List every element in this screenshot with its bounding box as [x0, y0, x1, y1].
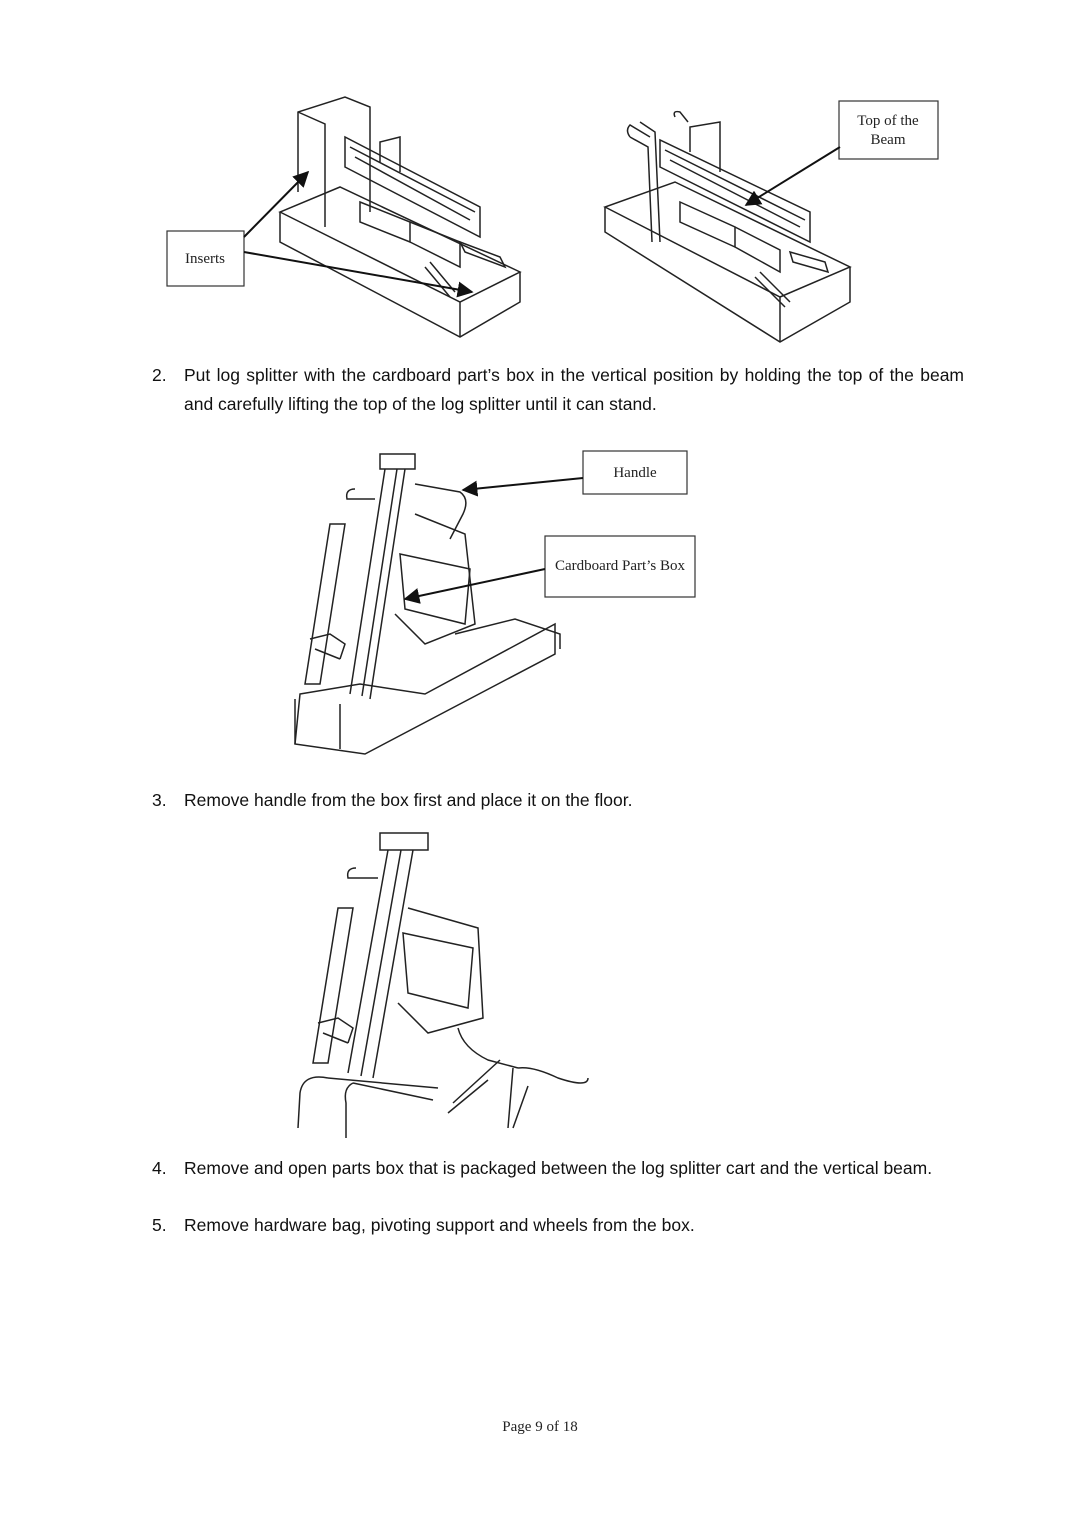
diagram-upright-with-box: Handle Cardboard Part’s Box: [294, 450, 696, 755]
arrow-cardboard: [403, 568, 546, 604]
page-number: Page 9 of 18: [502, 1419, 578, 1435]
step-text: Put log splitter with the cardboard part…: [184, 365, 964, 414]
step-text: Remove and open parts box that is packag…: [184, 1158, 933, 1178]
callout-label-top-line2: Beam: [871, 132, 906, 148]
callout-box-top-of-beam: [838, 100, 939, 160]
step-item: 3. Remove handle from the box first and …: [152, 786, 964, 815]
step-number: 3.: [152, 790, 167, 810]
callout-label-handle: Handle: [613, 465, 657, 481]
step-item: 4. Remove and open parts box that is pac…: [152, 1154, 964, 1183]
callout-label-cardboard: Cardboard Part’s Box: [555, 558, 685, 574]
arrow-inserts-2: [243, 251, 474, 298]
step-text: Remove hardware bag, pivoting support an…: [184, 1215, 695, 1235]
step-number: 5.: [152, 1215, 167, 1235]
arrow-top-of-beam: [744, 146, 841, 206]
arrow-handle: [461, 477, 584, 497]
arrow-inserts-1: [243, 170, 310, 238]
callout-box-handle: [582, 450, 688, 495]
callout-label-inserts: Inserts: [185, 251, 225, 267]
step-text: Remove handle from the box first and pla…: [184, 790, 633, 810]
step-number: 4.: [152, 1158, 167, 1178]
callout-box-inserts: [166, 230, 245, 287]
step-item: 2. Put log splitter with the cardboard p…: [152, 361, 964, 418]
figure-box-inserts: Inserts Top of the Beam: [160, 92, 950, 352]
callout-label-top-line1: Top of the: [857, 113, 919, 129]
diagram-box-inserts: Inserts Top of the Beam: [166, 96, 939, 343]
handle-removed-drawing: [297, 832, 589, 1138]
step-item: 5. Remove hardware bag, pivoting support…: [152, 1211, 964, 1240]
figure-handle-removed: [288, 828, 598, 1143]
diagram-handle-removed: [297, 832, 589, 1138]
left-box-drawing: [278, 96, 522, 338]
right-box-drawing: [603, 110, 852, 343]
callout-box-cardboard: [544, 535, 696, 598]
upright-splitter-drawing: [294, 453, 561, 755]
figure-upright-with-box: Handle Cardboard Part’s Box: [285, 444, 705, 759]
step-number: 2.: [152, 365, 167, 385]
